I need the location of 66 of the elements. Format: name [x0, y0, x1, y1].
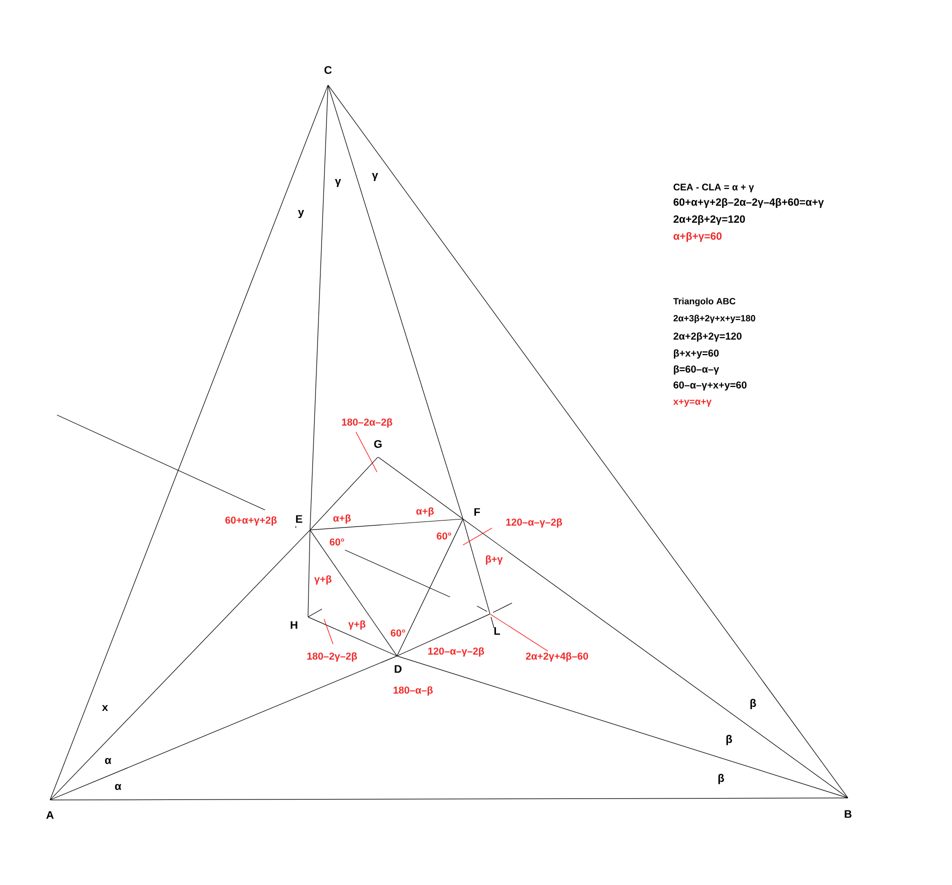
angle-label: 2α+2γ+4β–60	[526, 652, 588, 662]
angle-label: γ	[372, 172, 378, 182]
equation-line: 2α+3β+2γ+x+y=180	[674, 314, 756, 324]
angle-label: γ+β	[348, 620, 366, 630]
angle-label: β	[726, 734, 732, 746]
angle-label: 60°	[436, 532, 452, 540]
line-segment	[328, 84, 848, 798]
equation-line: Triangolo ABC	[673, 298, 736, 306]
angle-label: β+γ	[486, 555, 503, 565]
line-segment	[396, 614, 490, 656]
leader-line	[356, 432, 378, 472]
angle-label: 60°	[390, 629, 406, 637]
line-segment	[490, 614, 548, 652]
line-segment	[462, 518, 490, 614]
angle-label: γ+β	[314, 575, 332, 585]
line-segment	[310, 518, 464, 530]
line-segment	[462, 518, 848, 798]
line-segment	[310, 84, 328, 530]
point-label: F	[474, 508, 480, 516]
equation-line: 60+α+γ+2β–2α–2γ–4β+60=α+γ	[674, 198, 824, 208]
leader-line	[324, 618, 334, 644]
point-label: B	[844, 810, 852, 818]
equation-line: β=60–α–γ	[674, 365, 720, 375]
line-segment	[396, 656, 848, 798]
line-segment	[308, 616, 398, 656]
equation-line: β+x+y=60	[674, 349, 719, 359]
line-segment	[50, 656, 398, 800]
equation-line: α+β+γ=60	[674, 232, 722, 242]
line-segment	[50, 84, 328, 800]
line-segment	[50, 798, 848, 800]
line-segment	[328, 84, 464, 520]
point-label: D	[394, 665, 402, 673]
point-label: H	[290, 621, 298, 629]
point-label: A	[46, 811, 54, 819]
point-label: E	[296, 515, 302, 523]
equation-line: 60–α–γ+x+y=60	[674, 381, 747, 390]
angle-label: α	[105, 758, 112, 764]
angle-label: 60°	[330, 538, 344, 546]
equation-line: x+y=α+γ	[673, 399, 712, 407]
angle-label: β	[718, 774, 724, 784]
equation-line: CEA - CLA = α + γ	[674, 184, 754, 192]
angle-label: x	[102, 705, 108, 711]
angle-label: 180–2α–2β	[342, 418, 392, 428]
line-segment	[310, 530, 398, 656]
line-segment	[396, 518, 464, 656]
leader-line	[462, 528, 492, 546]
point-label: C	[324, 66, 332, 74]
equation-line: 2α+2β+2γ=120	[674, 215, 745, 225]
line-segment	[378, 456, 464, 520]
angle-label: 180–α–β	[394, 686, 433, 696]
angle-label: 120–α–γ–2β	[428, 647, 484, 657]
angle-label: 120–α–γ–2β	[506, 518, 562, 528]
angle-label: y	[298, 210, 304, 218]
angle-label: γ	[335, 178, 342, 188]
equation-line: 2α+2β+2γ=120	[674, 332, 742, 342]
line-segment	[310, 456, 378, 530]
angle-label: 60+α+γ+2β	[225, 516, 277, 526]
point-label: L	[494, 627, 500, 635]
line-segment	[50, 530, 310, 800]
angle-label: 180–2γ–2β	[307, 652, 357, 662]
angle-label: α+β	[333, 514, 351, 524]
line-segment	[308, 530, 310, 618]
angle-label: α	[115, 784, 122, 790]
angle-label: α+β	[416, 507, 434, 517]
point-label: G	[374, 440, 382, 448]
angle-label: β	[750, 698, 756, 710]
